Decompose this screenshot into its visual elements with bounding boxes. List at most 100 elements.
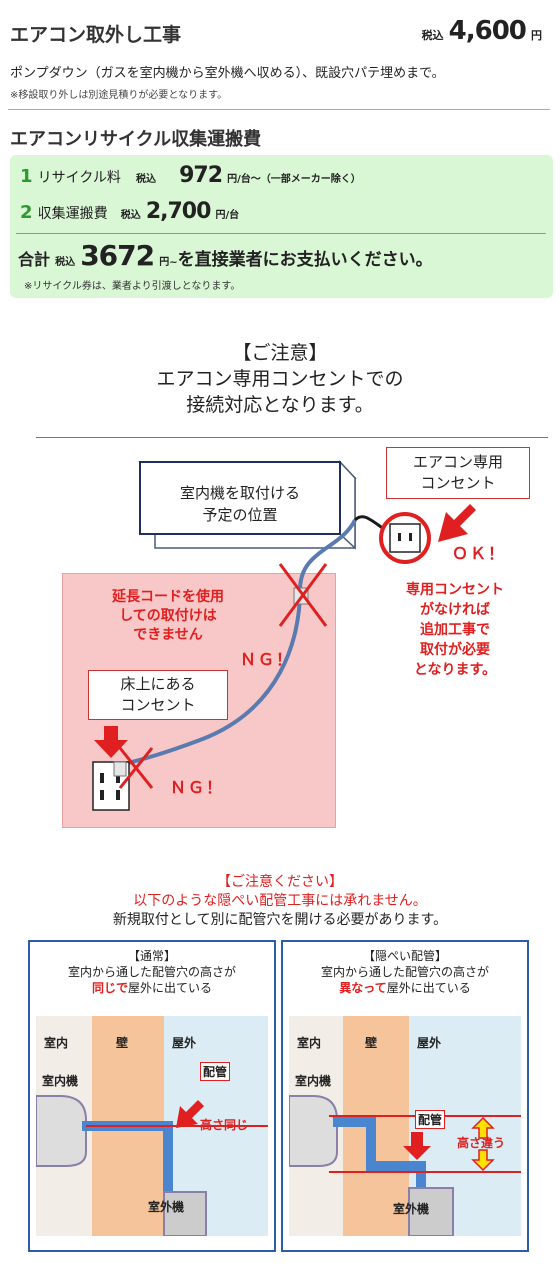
down-arrow-icon [471,1149,495,1172]
item2-number: 2 [20,202,33,223]
recycle-note: ※リサイクル券は、業者より引渡しとなります。 [24,281,241,292]
normal-outdoor-unit-shape [163,1191,207,1236]
hidden-indoor-label: 室内 [297,1036,322,1050]
normal-pipe-arrow-icon [176,1100,204,1128]
normal-outdoor-unit-label: 室外機 [148,1200,185,1214]
recycle-total: 合計 税込 3672 円~を直接業者にお支払いください。 [18,239,433,272]
item2-label: 収集運搬費 [37,206,108,222]
item1-unit: 円/台～（一部メーカー除く） [227,174,361,185]
panel-normal-diagram: 室内 壁 屋外 室内機 配管 高さ同じ 室外機 [36,1016,268,1236]
hidden-warning-2: 以下のような隠ぺい配管工事には承れません。 [133,893,427,909]
hidden-indoor-unit-shape [289,1095,338,1167]
recycle-divider [16,233,546,234]
removal-yen: 円 [531,29,542,42]
recycle-fee-box: 1 リサイクル料 税込 972 円/台～（一部メーカー除く） 2 収集運搬費 税… [10,155,553,298]
indoor-unit-label-1: 室内機を取付ける [179,484,300,502]
hidden-warning-3: 新規取付として別に配管穴を開ける必要があります。 [112,912,448,928]
hidden-outdoor-unit-shape [408,1187,454,1236]
dedicated-note-5: となります。 [413,662,497,678]
total-unit: 円~ [159,257,178,268]
indoor-unit-shape [138,460,357,550]
panel-normal-sub2-highlight: 同じで [91,981,128,995]
removal-note: ※移設取り外しは別途見積りが必要となります。 [10,90,228,101]
recycle-title: エアコンリサイクル収集運搬費 [10,129,262,150]
extension-warning-1: 延長コードを使用 [112,589,224,605]
removal-price-value: 4,600 [448,16,527,46]
item1-number: 1 [20,166,33,187]
ok-text: ＯＫ！ [452,544,507,563]
caution-line-3: 接続対応となります。 [186,394,374,416]
hidden-outdoor-label: 屋外 [417,1036,442,1050]
recycle-item-1: 1 リサイクル料 税込 972 円/台～（一部メーカー除く） [20,163,361,188]
hidden-diff-height-label: 高さ違う [457,1136,506,1150]
recycle-item-2: 2 収集運搬費 税込 2,700 円/台 [20,199,239,224]
item2-price: 2,700 [145,199,212,224]
indoor-unit-label-2: 予定の位置 [202,506,278,524]
panel-hidden-diagram: 室内 壁 屋外 室内機 配管 高さ違う 室外機 [289,1016,521,1236]
removal-tax-label: 税込 [421,29,444,42]
extension-warning-3: できません [133,627,203,643]
panel-hidden: 【隠ぺい配管】 室内から通した配管穴の高さが 異なって屋外に出ている 室内 壁 … [281,940,529,1252]
indoor-unit-label: 室内機を取付ける 予定の位置 [141,482,339,526]
panel-normal-sub2-rest: 屋外に出ている [128,981,213,995]
hidden-wall-label: 壁 [365,1036,378,1050]
total-text: を直接業者にお支払いください。 [177,250,433,270]
dedicated-note-1: 専用コンセント [406,582,504,598]
panel-normal-sub1: 室内から通した配管穴の高さが [67,965,236,979]
hidden-outdoor-unit-label: 室外機 [393,1202,430,1216]
hidden-pipe [333,1117,426,1194]
item1-price: 972 [179,163,223,188]
normal-outdoor-label: 屋外 [172,1036,197,1050]
total-tax: 税込 [55,257,76,268]
removal-description: ポンプダウン（ガスを室内機から室外機へ収める）、既設穴パテ埋めまで。 [10,66,445,81]
panel-hidden-sub2-highlight: 異なって [339,981,387,995]
normal-wall-label: 壁 [116,1036,129,1050]
caution-block: 【ご注意】 エアコン専用コンセントでの 接続対応となります。 [0,340,560,418]
normal-indoor-label: 室内 [44,1036,69,1050]
panel-normal-sub2: 同じで屋外に出ている [30,980,274,996]
ok-arrow-icon [438,504,476,542]
caution-line-2: エアコン専用コンセントでの [156,368,404,390]
section-divider [8,109,550,110]
dedicated-note-2: がなければ [420,602,490,618]
extension-cord [119,519,357,767]
floor-outlet-label: 床上にある コンセント [88,670,228,720]
ng-text-1: ＮＧ！ [240,650,295,669]
floor-arrow-icon [94,726,128,758]
normal-indoor-unit-shape [36,1095,87,1167]
removal-price: 税込 4,600 円 [422,16,542,46]
hidden-warning-1: 【ご注意ください】 [217,874,343,890]
dedicated-note-3: 追加工事で [420,622,490,638]
total-price: 3672 [80,239,155,272]
hidden-pipe-warning: 【ご注意ください】 以下のような隠ぺい配管工事には承れません。 新規取付として別… [0,873,560,930]
removal-title: エアコン取外し工事 [10,24,182,46]
extension-warning-2: しての取付けは [119,608,217,624]
panel-hidden-sub2-rest: 屋外に出ている [386,981,471,995]
floor-outlet-label-1: 床上にある [120,675,196,693]
extension-warning: 延長コードを使用 しての取付けは できません [88,588,248,645]
item1-tax: 税込 [136,174,157,185]
panel-hidden-title: 【隠ぺい配管】 [362,949,447,963]
panel-normal: 【通常】 室内から通した配管穴の高さが 同じで屋外に出ている 室内 壁 屋外 室… [28,940,276,1252]
hidden-pipe-label: 配管 [415,1110,446,1129]
total-label: 合計 [18,250,51,269]
ng-text-2: ＮＧ！ [170,778,225,797]
dedicated-outlet-label: エアコン専用 コンセント [386,447,530,499]
hidden-indoor-unit-label: 室内機 [295,1074,332,1088]
dedicated-outlet-label-1: エアコン専用 [412,453,503,471]
dedicated-outlet-note: 専用コンセント がなければ 追加工事で 取付が必要 となります。 [385,580,525,680]
caution-line-1: 【ご注意】 [232,342,328,364]
item2-tax: 税込 [120,210,141,221]
dedicated-outlet-label-2: コンセント [420,474,496,492]
caution-divider [36,437,548,438]
normal-indoor-unit-label: 室内機 [42,1074,79,1088]
floor-outlet-label-2: コンセント [120,696,196,714]
hidden-pipe-arrow-icon [403,1132,431,1160]
panel-hidden-sub2: 異なって屋外に出ている [283,980,527,996]
normal-pipe-label: 配管 [200,1062,231,1081]
normal-same-height-label: 高さ同じ [200,1118,249,1132]
up-arrow-icon [471,1116,495,1139]
item2-unit: 円/台 [215,210,240,221]
panel-normal-title: 【通常】 [127,949,176,963]
dedicated-note-4: 取付が必要 [420,642,490,658]
